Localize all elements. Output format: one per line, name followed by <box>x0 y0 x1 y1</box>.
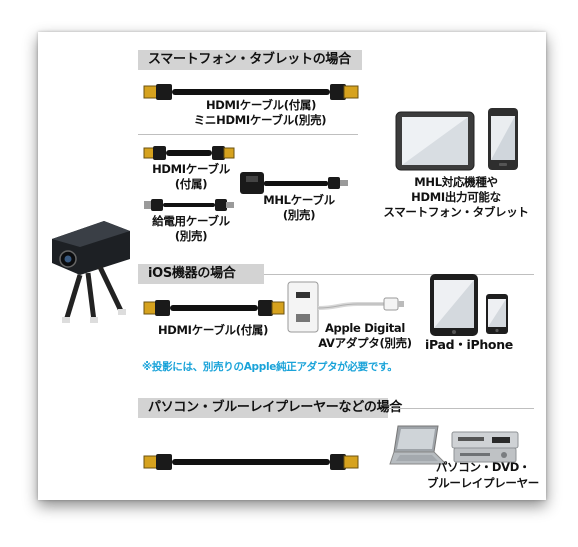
divider <box>264 274 534 275</box>
power-cable-label-1: 給電用ケーブル <box>152 214 230 228</box>
smartphone-devices-label-3: スマートフォン・タブレット <box>383 205 529 219</box>
mhl-cable-label-1: MHLケーブル <box>263 193 335 207</box>
mini-hdmi-cable-label: ミニHDMIケーブル(別売) <box>193 113 327 127</box>
hdmi-cable-short-label-1: HDMIケーブル <box>152 162 230 176</box>
laptop-icon <box>389 425 448 465</box>
ios-devices-label: iPad・iPhone <box>424 337 513 352</box>
dvd-player-icon <box>451 431 519 463</box>
ios-adapter-note: ※投影には、別売りのApple純正アダプタが必要です。 <box>142 361 398 373</box>
power-cable-label-2: (別売) <box>174 229 208 243</box>
projector-icon <box>52 221 130 323</box>
av-adapter-label-1: Apple Digital <box>324 321 406 335</box>
mhl-cable-icon <box>240 172 348 194</box>
pc-hdmi-cable-icon <box>143 454 359 470</box>
connection-diagram: スマートフォン・タブレットの場合 HDMIケーブル(付属) ミニHDMIケーブル… <box>38 32 546 500</box>
hdmi-cable-short-label-2: (付属) <box>174 177 208 191</box>
divider <box>388 408 534 409</box>
ios-hdmi-cable-icon <box>143 300 285 316</box>
iphone-icon <box>486 294 508 334</box>
hdmi-cable-icon <box>143 84 359 100</box>
section-header-ios <box>138 264 264 284</box>
pc-devices-label-2: ブルーレイプレーヤー <box>427 476 539 490</box>
hdmi-cable-label: HDMIケーブル(付属) <box>205 98 317 112</box>
power-cable-icon <box>144 199 234 211</box>
smartphone-devices-label-1: MHL対応機種や <box>414 175 498 189</box>
section-header-smartphone <box>138 50 362 70</box>
tablet-icon <box>395 111 475 171</box>
ios-hdmi-cable-label: HDMIケーブル(付属) <box>157 323 269 337</box>
hdmi-cable-short-icon <box>143 146 235 160</box>
section-header-pc <box>138 398 388 418</box>
smartphone-icon <box>488 108 518 170</box>
section-title-pc: パソコン・ブルーレイプレーヤーなどの場合 <box>148 400 403 415</box>
ipad-icon <box>430 274 478 336</box>
section-title-smartphone: スマートフォン・タブレットの場合 <box>148 52 351 67</box>
av-adapter-label-2: AVアダプタ(別売) <box>318 336 412 350</box>
section-title-ios: iOS機器の場合 <box>148 266 236 281</box>
pc-devices-label-1: パソコン・DVD・ <box>435 460 531 474</box>
divider <box>138 134 358 135</box>
av-adapter-icon <box>287 281 404 333</box>
mhl-cable-label-2: (別売) <box>282 208 316 222</box>
smartphone-devices-label-2: HDMI出力可能な <box>411 190 501 204</box>
